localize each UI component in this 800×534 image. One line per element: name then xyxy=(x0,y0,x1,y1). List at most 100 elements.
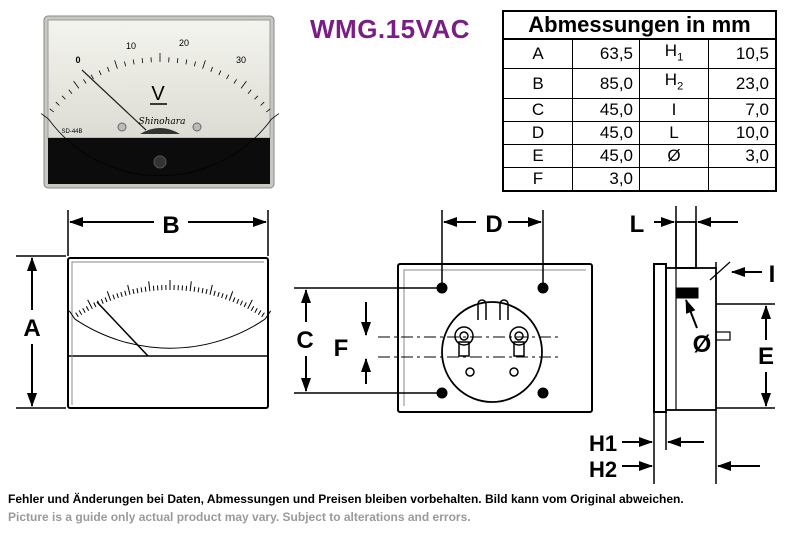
table-cell xyxy=(708,166,777,192)
side-view xyxy=(622,206,775,484)
scale-tick xyxy=(136,288,139,294)
table-cell-sub: 2 xyxy=(677,80,684,93)
table-row: A 63,5 H1 10,5 xyxy=(502,38,777,70)
scale-tick xyxy=(261,312,265,318)
photo-unit-label: V xyxy=(151,83,165,105)
scale-tick xyxy=(116,293,119,299)
table-cell: B xyxy=(502,68,573,99)
scale-tick xyxy=(68,310,76,320)
label-B: B xyxy=(162,212,179,239)
table-cell-sub: 1 xyxy=(677,51,684,64)
label-H1: H1 xyxy=(589,431,617,456)
scale-tick xyxy=(185,285,188,291)
scale-tick xyxy=(107,66,110,72)
scale-tick xyxy=(73,80,80,89)
label-E: E xyxy=(758,343,774,370)
table-cell: 3,0 xyxy=(572,166,640,192)
scale-tick xyxy=(55,101,60,106)
table-cell: 23,0 xyxy=(708,68,777,99)
scale-tick xyxy=(202,60,206,69)
photo-scale-label-20: 20 xyxy=(179,38,189,48)
meter-photo: 0 10 20 30 V Shinohara SD-44B xyxy=(40,15,280,189)
label-D: D xyxy=(485,211,502,238)
table-cell: 45,0 xyxy=(572,97,640,122)
scale-tick xyxy=(75,312,79,318)
scale-tick xyxy=(141,58,144,64)
table-header-row: Abmessungen in mm xyxy=(502,10,777,40)
scale-tick xyxy=(127,284,131,295)
scale-tick xyxy=(210,66,213,72)
scale-tick xyxy=(201,288,204,294)
label-phi: Ø xyxy=(693,331,712,358)
photo-scale-label-0: 0 xyxy=(75,55,80,65)
table-cell: 45,0 xyxy=(572,143,640,168)
label-L: L xyxy=(630,211,645,238)
scale-tick xyxy=(185,59,188,65)
scale-tick xyxy=(120,291,123,297)
scale-tick xyxy=(228,291,234,301)
photo-scale-label-10: 10 xyxy=(126,41,136,51)
scale-tick xyxy=(49,108,54,113)
table-cell: D xyxy=(502,120,573,145)
front-scale xyxy=(68,280,272,349)
table-cell: H2 xyxy=(639,68,709,99)
label-H2: H2 xyxy=(589,457,617,482)
table-cell: 10,0 xyxy=(708,120,777,145)
photo-model: SD-44B xyxy=(61,129,82,135)
table-cell: H1 xyxy=(639,38,709,70)
scale-tick xyxy=(100,298,104,304)
scale-tick xyxy=(132,288,135,295)
table-row: C 45,0 I 7,0 xyxy=(502,97,777,122)
table-row: E 45,0 Ø 3,0 xyxy=(502,143,777,168)
scale-arc xyxy=(74,318,266,349)
scale-tick xyxy=(106,291,112,301)
scale-tick xyxy=(82,308,86,313)
scale-arc xyxy=(48,118,272,177)
photo-brand: Shinohara xyxy=(139,117,186,127)
table-cell: 63,5 xyxy=(572,38,640,70)
table-cell: 85,0 xyxy=(572,68,640,99)
scale-tick xyxy=(93,302,97,308)
table-row: D 45,0 L 10,0 xyxy=(502,120,777,145)
table-cell: A xyxy=(502,38,573,70)
scale-tick xyxy=(239,300,243,306)
scale-tick xyxy=(90,74,94,80)
scale-tick xyxy=(205,288,208,295)
table-cell: Ø xyxy=(639,143,709,168)
scale-tick xyxy=(112,294,115,300)
table-cell: C xyxy=(502,97,573,122)
table-row: F 3,0 xyxy=(502,166,777,192)
photo-needle xyxy=(81,69,147,131)
scale-tick xyxy=(218,70,222,76)
table-cell: I xyxy=(639,97,709,122)
label-I: I xyxy=(769,261,776,288)
scale-tick xyxy=(78,310,83,315)
photo-scale-label-30: 30 xyxy=(236,55,246,65)
table-header: Abmessungen in mm xyxy=(502,10,777,40)
scale-tick xyxy=(232,297,236,303)
scale-tick xyxy=(98,70,102,76)
scale-tick xyxy=(271,113,280,120)
scale-tick xyxy=(124,61,127,67)
scale-tick xyxy=(148,281,151,292)
scale-tick xyxy=(221,293,224,299)
label-F: F xyxy=(334,335,349,362)
table-row: B 85,0 H2 23,0 xyxy=(502,68,777,99)
scale-tick xyxy=(250,306,255,311)
scale-tick xyxy=(140,287,143,293)
scale-tick xyxy=(104,297,108,303)
table-cell: E xyxy=(502,143,573,168)
scale-tick xyxy=(189,281,192,292)
dimensions-table: Abmessungen in mm A 63,5 H1 10,5 B 85,0 … xyxy=(502,10,777,192)
front-needle xyxy=(96,301,149,357)
scale-tick xyxy=(247,89,252,94)
table-cell: L xyxy=(639,120,709,145)
scale-tick xyxy=(114,60,118,69)
scale-tick xyxy=(83,79,87,84)
scale-tick xyxy=(236,298,240,304)
rear-view xyxy=(294,210,593,413)
scale-tick xyxy=(213,290,216,296)
scale-tick xyxy=(124,290,127,296)
